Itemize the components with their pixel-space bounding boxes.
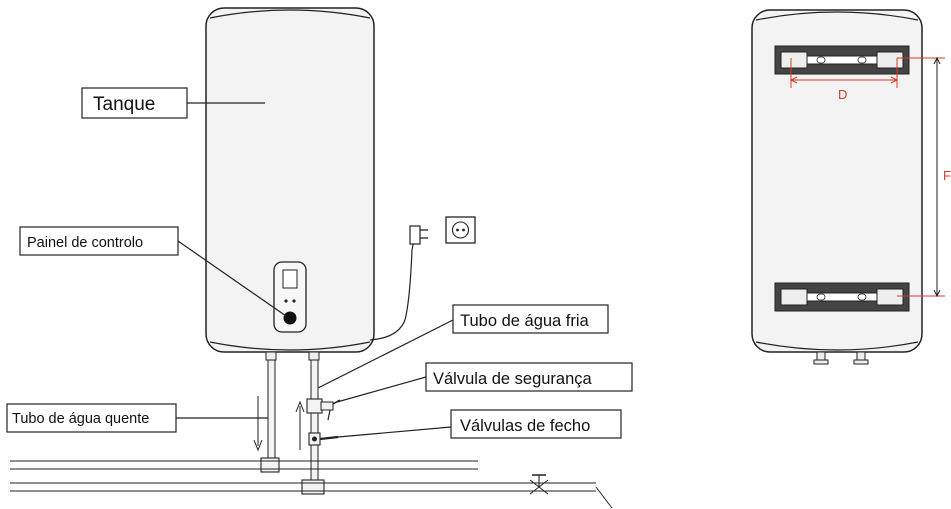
safety-valve-label: Válvula de segurança (336, 362, 633, 403)
safety-valve (306, 398, 341, 421)
hot-water-pipe-label: Tubo de água quente (6, 403, 268, 433)
tank-label-text: Tanque (93, 94, 155, 115)
power-plug (369, 225, 428, 341)
pipe-connectors (813, 351, 869, 365)
shutoff-valves-label: Válvulas de fecho (337, 409, 622, 439)
wall-socket (445, 216, 476, 244)
horizontal-pipes (10, 460, 613, 509)
cold-water-pipe-label: Tubo de água fria (317, 304, 609, 389)
tank-label: Tanque (81, 87, 265, 119)
dimension-d: D (789, 58, 899, 102)
tank-back-view (751, 9, 923, 353)
water-heater-tank (205, 7, 375, 353)
hot-water-pipe (253, 351, 280, 473)
dimension-f: F (897, 56, 951, 298)
shutoff-valve (308, 432, 339, 446)
bottom-mounting-bracket (774, 282, 910, 312)
shutoff-valves-label-text: Válvulas de fecho (460, 417, 590, 435)
dimension-f-label: F (943, 168, 951, 183)
dimension-d-label: D (838, 87, 847, 102)
cold-water-pipe-label-text: Tubo de água fria (460, 312, 590, 330)
control-panel-label: Painel de controlo (19, 226, 287, 317)
top-mounting-bracket (774, 45, 910, 75)
safety-valve-label-text: Válvula de segurança (433, 370, 593, 388)
control-panel-device (273, 261, 307, 333)
hot-water-pipe-label-text: Tubo de água quente (12, 411, 149, 427)
control-panel-label-text: Painel de controlo (27, 235, 143, 251)
cold-water-pipe (295, 351, 325, 495)
